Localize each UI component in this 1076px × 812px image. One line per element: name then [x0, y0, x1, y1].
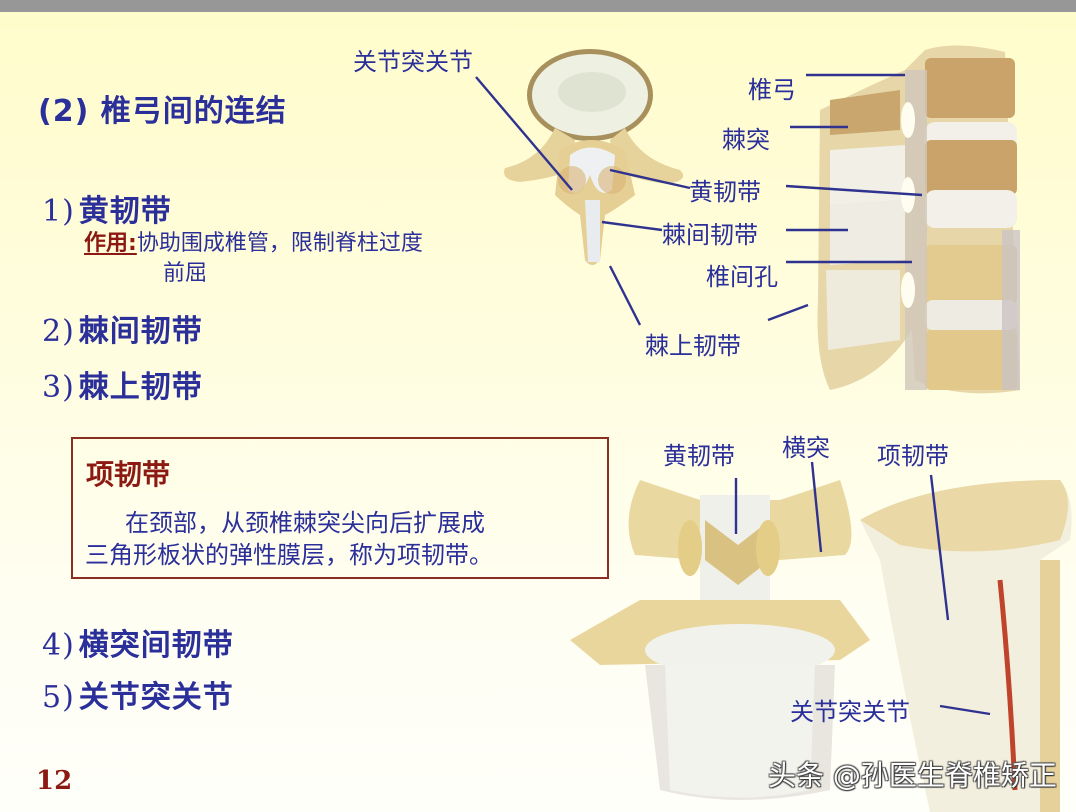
axial-vertebra-figure — [504, 49, 684, 265]
fig-label-yellow-ligament-bottom: 黄韧带 — [663, 442, 735, 470]
item-number: 4) — [42, 628, 75, 663]
item-label: 棘上韧带 — [78, 370, 203, 405]
item-label: 横突间韧带 — [78, 628, 234, 663]
item-number: 1) — [42, 194, 75, 229]
nuchal-ligament-note-box: 项韧带 在颈部，从颈椎棘突尖向后扩展成 三角形板状的弹性膜层，称为项韧带。 — [71, 437, 609, 579]
top-bar — [0, 0, 1076, 12]
list-item-interspinous-ligament: 2)棘间韧带 — [42, 306, 203, 350]
usage-line-2: 前屈 — [163, 261, 208, 286]
fig-label-vertebral-arch: 椎弓 — [748, 76, 796, 104]
usage-description: 作用:协助围成椎管，限制脊柱过度 前屈 — [84, 229, 423, 289]
leader-lines — [475, 73, 991, 716]
item-label: 关节突关节 — [78, 680, 234, 715]
fig-label-interspinous: 棘间韧带 — [662, 221, 758, 249]
usage-line-1: 协助围成椎管，限制脊柱过度 — [136, 231, 423, 256]
item-number: 3) — [42, 370, 75, 405]
item-number: 5) — [42, 680, 75, 715]
item-label: 黄韧带 — [78, 194, 172, 229]
fig-label-yellow-ligament: 黄韧带 — [689, 178, 761, 206]
note-line-1: 在颈部，从颈椎棘突尖向后扩展成 — [125, 509, 485, 537]
fig-label-intervertebral-foramen: 椎间孔 — [706, 263, 778, 291]
nuchal-ligament-figure — [860, 480, 1072, 812]
sagittal-spine-figure — [817, 45, 1020, 394]
section-title: (2) 椎弓间的连结 — [38, 94, 287, 129]
fig-label-spinous-process: 棘突 — [722, 126, 770, 154]
watermark: 头条 @孙医生脊椎矫正 — [768, 759, 1057, 792]
list-item-yellow-ligament: 1)黄韧带 — [42, 186, 172, 230]
note-box-body: 在颈部，从颈椎棘突尖向后扩展成 三角形板状的弹性膜层，称为项韧带。 — [85, 507, 605, 571]
note-line-2: 三角形板状的弹性膜层，称为项韧带。 — [85, 541, 493, 569]
list-item-intertransverse-ligament: 4)横突间韧带 — [42, 620, 234, 664]
item-label: 棘间韧带 — [78, 314, 203, 349]
list-item-supraspinous-ligament: 3)棘上韧带 — [42, 362, 203, 406]
usage-label: 作用: — [84, 231, 137, 256]
fig-label-nuchal-ligament: 项韧带 — [877, 442, 949, 470]
fig-label-supraspinous: 棘上韧带 — [645, 332, 741, 360]
posterior-vertebra-figure — [570, 480, 870, 800]
page-number: 12 — [36, 766, 73, 796]
fig-label-facet-joint-bottom: 关节突关节 — [790, 698, 910, 726]
fig-label-facet-joint-top: 关节突关节 — [353, 48, 473, 76]
fig-label-transverse-process: 横突 — [782, 434, 830, 462]
list-item-facet-joint: 5)关节突关节 — [42, 672, 234, 716]
note-box-title: 项韧带 — [86, 458, 171, 491]
item-number: 2) — [42, 314, 75, 349]
